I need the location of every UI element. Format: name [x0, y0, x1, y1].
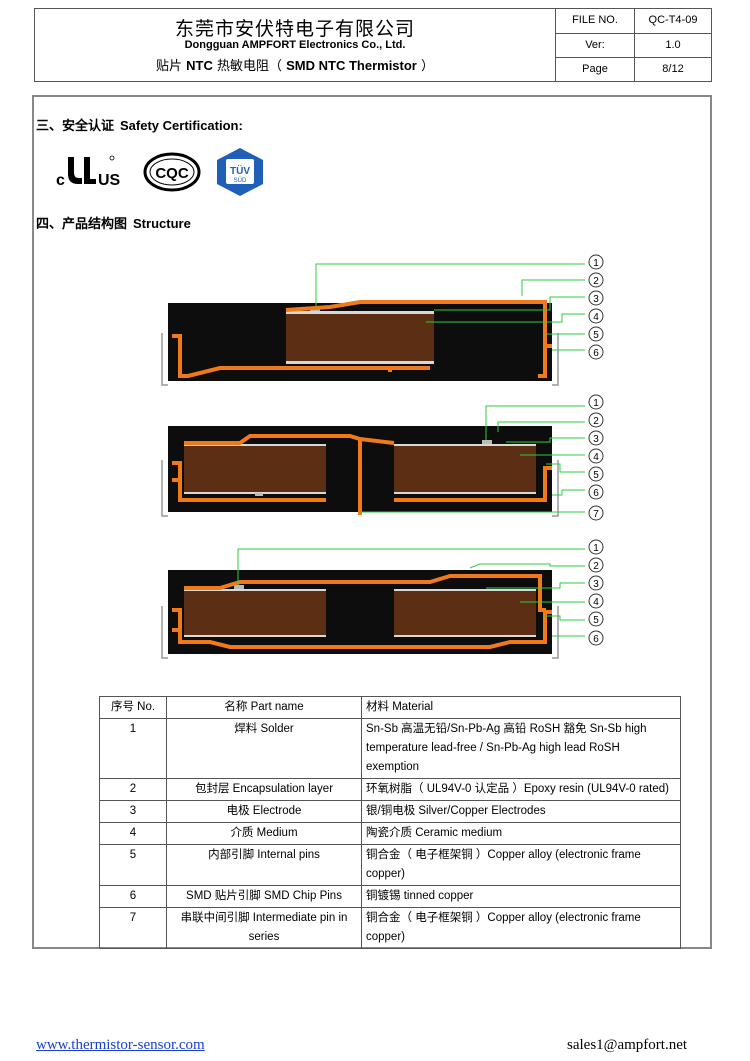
file-no-value: QC-T4-09	[648, 14, 698, 26]
company-name-en: Dongguan AMPFORT Electronics Co., Ltd.	[184, 39, 406, 51]
structure-diagram-3: 1 2 3 4 5 6	[161, 539, 604, 659]
svg-text:2: 2	[593, 561, 599, 572]
version-label: Ver:	[585, 39, 605, 51]
row-material: 银/铜电极 Silver/Copper Electrodes	[361, 800, 681, 823]
row-part-name: SMD 贴片引脚 SMD Chip Pins	[166, 885, 362, 908]
header-divider	[556, 57, 712, 58]
row-part-name: 串联中间引脚 Intermediate pin in series	[166, 907, 362, 949]
header-material: 材料 Material	[361, 696, 681, 719]
website-link[interactable]: www.thermistor-sensor.com	[36, 1037, 205, 1053]
svg-text:5: 5	[593, 330, 599, 341]
svg-text:4: 4	[593, 597, 599, 608]
document-title: 贴片 NTC 热敏电阻（ SMD NTC Thermistor ）	[155, 58, 435, 74]
svg-text:SÜD: SÜD	[234, 177, 247, 184]
table-row: 3 电极 Electrode 银/铜电极 Silver/Copper Elect…	[99, 800, 681, 823]
structure-diagram-2: 1 2 3 4 5 6 7	[161, 394, 604, 521]
ul-logo: c US	[56, 155, 121, 189]
row-no: 3	[99, 800, 167, 823]
structure-diagram-1: 1 2 3 4 5 6	[161, 254, 604, 386]
svg-text:3: 3	[593, 294, 599, 305]
page-label: Page	[582, 63, 608, 75]
cqc-logo: CQC	[143, 152, 201, 192]
svg-text:6: 6	[593, 348, 599, 359]
header-company-cell	[34, 8, 556, 82]
row-material: 铜合金（ 电子框架铜 ）Copper alloy (electronic fra…	[361, 844, 681, 886]
certification-logos: c US CQC TÜV SÜD	[56, 148, 263, 196]
row-material: 陶瓷介质 Ceramic medium	[361, 822, 681, 845]
row-no: 6	[99, 885, 167, 908]
row-no: 7	[99, 907, 167, 949]
header-divider	[634, 8, 635, 82]
row-material: 环氧树脂（ UL94V-0 认定品 ）Epoxy resin (UL94V-0 …	[361, 778, 681, 801]
row-no: 1	[99, 718, 167, 779]
row-material: Sn-Sb 高温无铅/Sn-Pb-Ag 高铅 RoSH 豁免 Sn-Sb hig…	[361, 718, 681, 779]
svg-text:3: 3	[593, 579, 599, 590]
row-part-name: 焊料 Solder	[166, 718, 362, 779]
svg-text:6: 6	[593, 488, 599, 499]
svg-text:1: 1	[593, 398, 599, 409]
row-part-name: 内部引脚 Internal pins	[166, 844, 362, 886]
header-part-name: 名称 Part name	[166, 696, 362, 719]
file-no-label: FILE NO.	[572, 14, 618, 26]
table-row: 2 包封层 Encapsulation layer 环氧树脂（ UL94V-0 …	[99, 778, 681, 801]
header-no: 序号 No.	[99, 696, 167, 719]
svg-text:c: c	[56, 172, 65, 189]
row-no: 2	[99, 778, 167, 801]
row-no: 5	[99, 844, 167, 886]
row-material: 铜镀锡 tinned copper	[361, 885, 681, 908]
table-header-row: 序号 No. 名称 Part name 材料 Material	[99, 696, 681, 719]
svg-text:5: 5	[593, 615, 599, 626]
header-box	[34, 8, 712, 82]
row-part-name: 包封层 Encapsulation layer	[166, 778, 362, 801]
row-part-name: 电极 Electrode	[166, 800, 362, 823]
svg-text:US: US	[98, 172, 121, 189]
version-value: 1.0	[665, 39, 681, 51]
svg-text:CQC: CQC	[155, 165, 189, 182]
svg-text:2: 2	[593, 416, 599, 427]
svg-text:4: 4	[593, 312, 599, 323]
table-row: 4 介质 Medium 陶瓷介质 Ceramic medium	[99, 822, 681, 845]
svg-text:1: 1	[593, 543, 599, 554]
page-number: 8/12	[662, 63, 684, 75]
svg-text:6: 6	[593, 634, 599, 645]
contact-email: sales1@ampfort.net	[567, 1037, 688, 1053]
table-row: 5 内部引脚 Internal pins 铜合金（ 电子框架铜 ）Copper …	[99, 844, 681, 886]
svg-text:3: 3	[593, 434, 599, 445]
svg-text:2: 2	[593, 276, 599, 287]
svg-text:7: 7	[593, 509, 599, 520]
table-row: 6 SMD 贴片引脚 SMD Chip Pins 铜镀锡 tinned copp…	[99, 885, 681, 908]
svg-text:TÜV: TÜV	[230, 164, 250, 177]
table-row: 7 串联中间引脚 Intermediate pin in series 铜合金（…	[99, 907, 681, 949]
svg-text:5: 5	[593, 470, 599, 481]
row-no: 4	[99, 822, 167, 845]
header-divider	[556, 33, 712, 34]
svg-text:4: 4	[593, 452, 599, 463]
svg-text:1: 1	[593, 258, 599, 269]
row-material: 铜合金（ 电子框架铜 ）Copper alloy (electronic fra…	[361, 907, 681, 949]
row-part-name: 介质 Medium	[166, 822, 362, 845]
parts-table: 序号 No. 名称 Part name 材料 Material 1 焊料 Sol…	[99, 696, 681, 949]
tuv-sud-logo: TÜV SÜD	[217, 148, 263, 196]
company-name-cn: 东莞市安伏特电子有限公司	[174, 18, 415, 40]
structure-diagrams: 1 2 3 4 5 6 1 2	[161, 254, 604, 659]
table-row: 1 焊料 Solder Sn-Sb 高温无铅/Sn-Pb-Ag 高铅 RoSH …	[99, 718, 681, 779]
